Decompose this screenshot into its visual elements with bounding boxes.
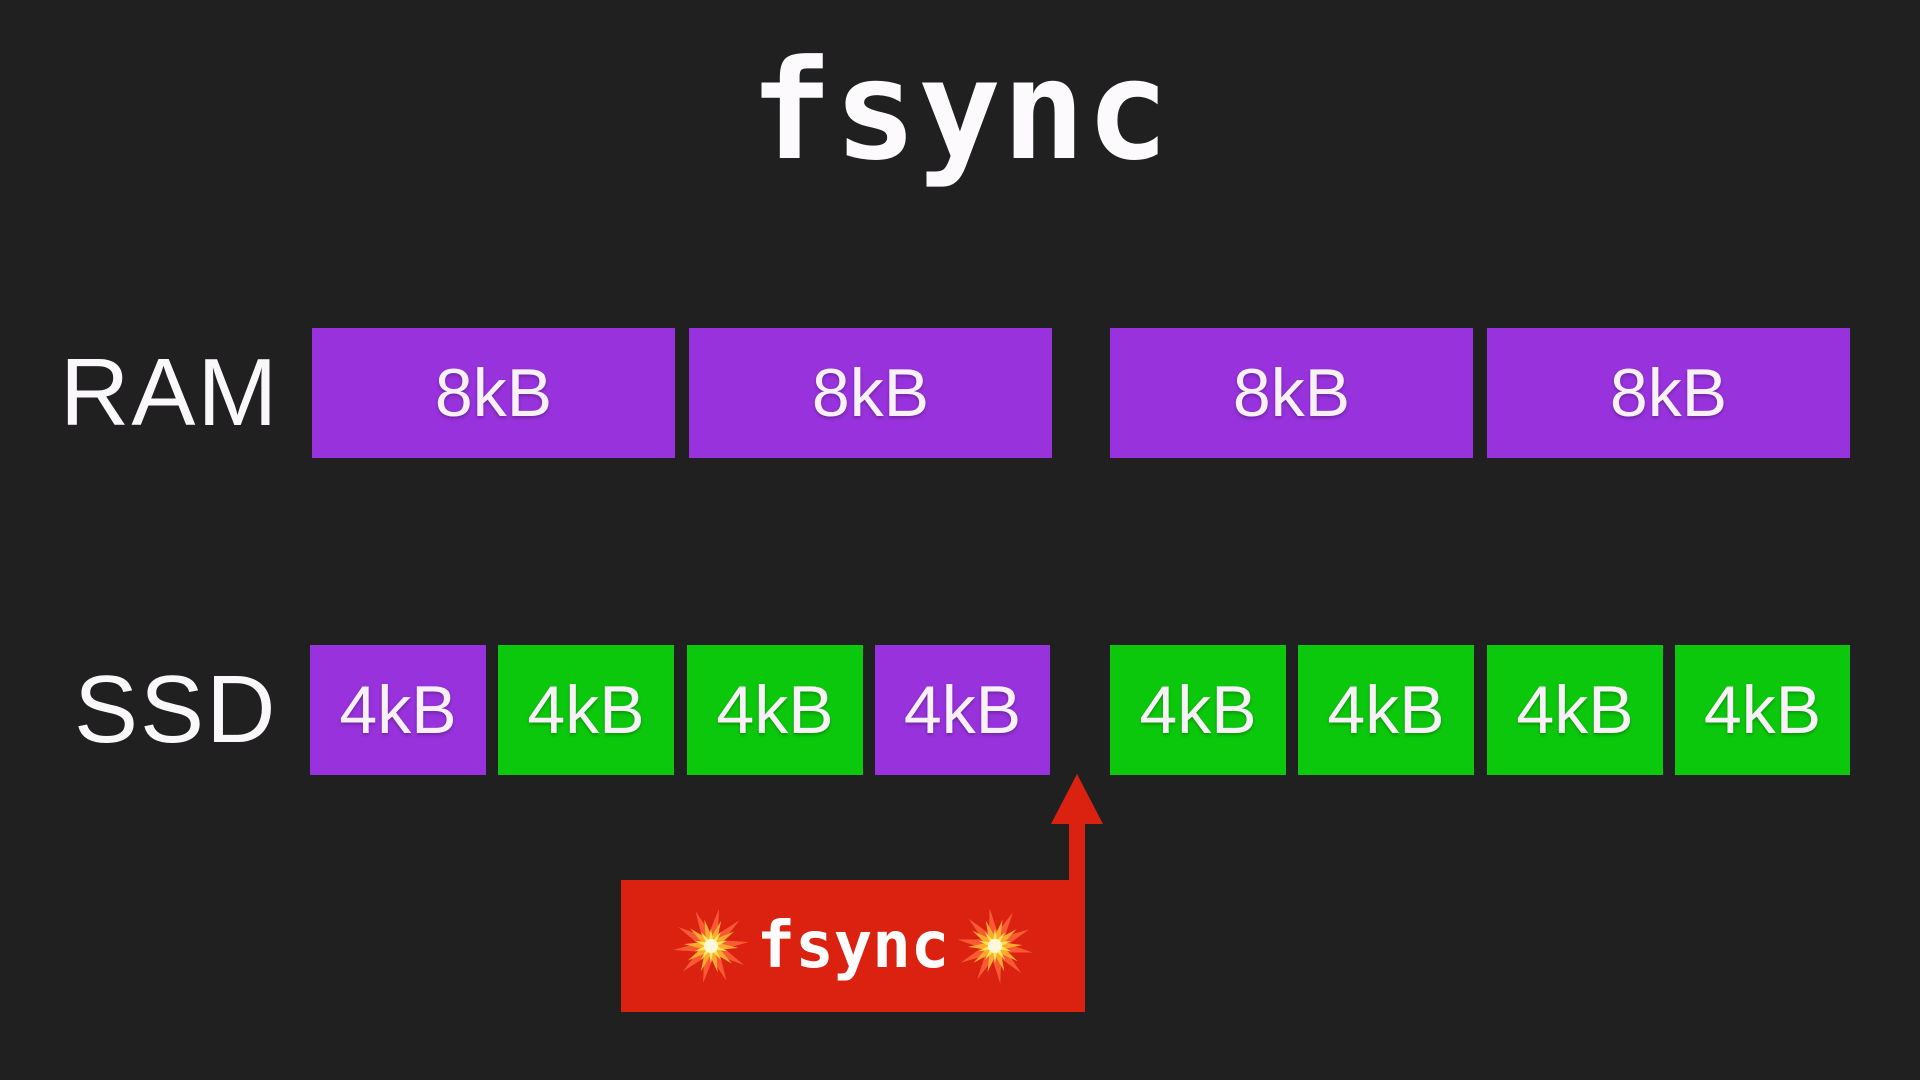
- ssd-block-size-label: 4kB: [1703, 672, 1822, 748]
- ram-page-box: 8kB: [689, 328, 1052, 458]
- ssd-block-size-label: 4kB: [1516, 672, 1634, 748]
- ram-page-size-label: 8kB: [1609, 355, 1728, 431]
- collision-icon: [957, 908, 1033, 984]
- fsync-callout-label: fsync: [756, 909, 950, 983]
- ram-label: RAM: [60, 339, 280, 446]
- page-title: fsync: [749, 30, 1171, 191]
- ram-page-size-label: 8kB: [811, 355, 930, 431]
- ssd-label: SSD: [74, 656, 278, 763]
- ram-page-box: 8kB: [1110, 328, 1473, 458]
- ssd-block-size-label: 4kB: [527, 672, 645, 748]
- ssd-block-box: 4kB: [1675, 645, 1850, 775]
- ssd-block-size-label: 4kB: [716, 672, 834, 748]
- ssd-block-size-label: 4kB: [1327, 672, 1445, 748]
- ram-page-size-label: 8kB: [434, 355, 553, 431]
- ssd-block-box: 4kB: [1110, 645, 1286, 775]
- ram-row: RAM 8kB 8kB 8kB 8kB: [0, 328, 1920, 458]
- ssd-block-size-label: 4kB: [339, 672, 457, 748]
- ram-page-size-label: 8kB: [1232, 355, 1351, 431]
- ram-page-box: 8kB: [312, 328, 675, 458]
- ssd-block-box: 4kB: [310, 645, 486, 775]
- ram-page-box: 8kB: [1487, 328, 1850, 458]
- ssd-block-box: 4kB: [1487, 645, 1663, 775]
- ssd-block-size-label: 4kB: [1139, 672, 1257, 748]
- ssd-block-box: 4kB: [1298, 645, 1474, 775]
- ssd-block-box: 4kB: [498, 645, 674, 775]
- fsync-callout: fsync: [621, 880, 1085, 1012]
- collision-icon: [672, 908, 749, 984]
- ssd-row: SSD 4kB 4kB 4kB 4kB 4kB 4kB 4kB 4kB: [0, 645, 1920, 775]
- up-arrow-icon: [1051, 774, 1103, 824]
- ssd-block-size-label: 4kB: [903, 672, 1022, 748]
- fsync-arrow-stem: [1069, 820, 1085, 882]
- ssd-block-box: 4kB: [875, 645, 1050, 775]
- ssd-block-box: 4kB: [687, 645, 863, 775]
